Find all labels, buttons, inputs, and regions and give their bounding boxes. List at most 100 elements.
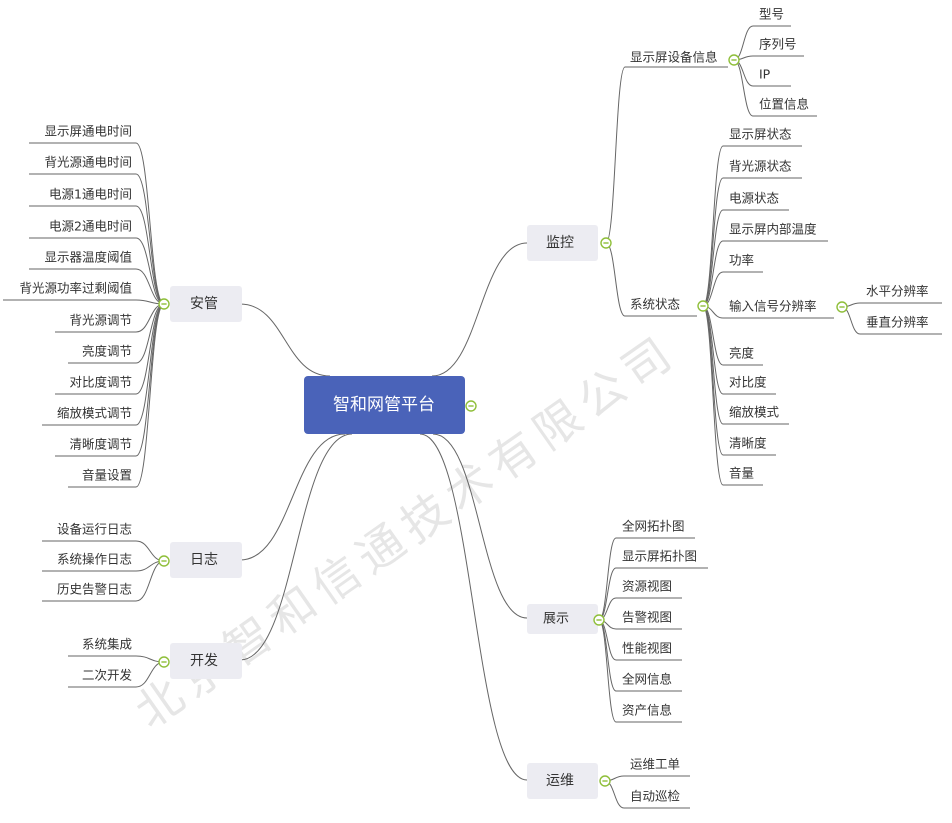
connector-line [598, 619, 617, 723]
branch-display[interactable] [527, 604, 598, 634]
collapse-toggle-icon[interactable] [599, 775, 611, 787]
log-item: 设备运行日志 [57, 522, 132, 537]
collapse-toggle-icon[interactable] [836, 301, 848, 313]
branch-log-label: 日志 [190, 552, 218, 568]
security-item: 背光源功率过剩阈值 [19, 281, 132, 296]
security-item: 亮度调节 [82, 344, 132, 359]
security-item: 对比度调节 [69, 375, 132, 390]
connector-line [733, 59, 754, 117]
device-info-item: 序列号 [759, 37, 797, 52]
connector-line [239, 433, 353, 661]
display-item: 显示屏拓扑图 [622, 549, 697, 564]
node-labels: 智和网管平台监控显示屏设备信息型号序列号IP位置信息系统状态显示屏状态背光源状态… [19, 7, 928, 804]
connector-line [733, 25, 754, 61]
security-item: 背光源调节 [69, 313, 132, 328]
security-item: 显示器温度阈值 [44, 250, 132, 265]
collapse-toggle-icon[interactable] [465, 400, 477, 412]
collapse-toggles [158, 54, 848, 787]
system-status-item: 背光源状态 [729, 159, 792, 174]
display-item: 告警视图 [622, 610, 672, 625]
display-item: 全网拓扑图 [622, 519, 685, 534]
system-status-item: 电源状态 [729, 191, 779, 206]
dev-item: 二次开发 [82, 668, 133, 683]
connector-line [432, 433, 528, 619]
system-status-item: 清晰度 [729, 436, 767, 451]
branch-ops-label: 运维 [546, 773, 574, 789]
branch-ops[interactable] [527, 763, 598, 799]
display-item: 全网信息 [622, 672, 672, 687]
connector-line [598, 619, 617, 692]
branch-log[interactable] [170, 542, 242, 578]
resolution-item: 水平分辨率 [866, 284, 929, 299]
log-item: 系统操作日志 [57, 552, 132, 567]
branch-dev-label: 开发 [190, 653, 218, 669]
branch-monitor[interactable] [527, 225, 598, 261]
collapse-toggle-icon[interactable] [697, 300, 709, 312]
connector-line [135, 237, 165, 305]
collapse-toggle-icon[interactable] [158, 555, 170, 567]
system-status-item: 对比度 [729, 375, 767, 390]
security-item: 清晰度调节 [69, 437, 132, 452]
connector-line [702, 305, 724, 486]
connector-lines [135, 25, 861, 809]
collapse-toggle-icon[interactable] [158, 656, 170, 668]
display-item: 资产信息 [622, 703, 672, 718]
system-status-item: 音量 [729, 466, 754, 481]
connector-line [702, 177, 724, 307]
security-item: 电源2通电时间 [49, 219, 132, 234]
connector-line [702, 305, 724, 425]
connector-line [135, 560, 165, 602]
device-info-item: 位置信息 [759, 97, 809, 112]
system-status-item: 亮度 [729, 346, 755, 361]
system-status-item: 显示屏内部温度 [729, 222, 817, 237]
connector-line [702, 145, 724, 307]
branch-security[interactable] [170, 286, 242, 322]
connector-line [605, 242, 626, 317]
root-node[interactable] [304, 376, 465, 434]
connector-line [135, 303, 165, 426]
security-item: 缩放模式调节 [57, 406, 132, 421]
device-info-label: 显示屏设备信息 [630, 50, 718, 65]
connector-line [135, 303, 165, 488]
collapse-toggle-icon[interactable] [158, 298, 170, 310]
connector-line [702, 305, 724, 456]
collapse-toggle-icon[interactable] [728, 54, 740, 66]
ops-item: 自动巡检 [630, 789, 681, 804]
leaf-underlines [3, 25, 942, 809]
system-status-item: 缩放模式 [729, 405, 780, 420]
display-item: 性能视图 [622, 641, 672, 656]
connector-line [135, 142, 165, 305]
branch-boxes [170, 225, 598, 799]
device-info-item: IP [759, 67, 771, 82]
branch-display-label: 展示 [543, 612, 569, 627]
log-item: 历史告警日志 [57, 582, 132, 597]
branch-dev[interactable] [170, 643, 242, 679]
security-item: 音量设置 [82, 468, 132, 483]
connector-line [239, 433, 346, 561]
collapse-toggle-icon[interactable] [600, 237, 612, 249]
connector-line [605, 66, 626, 244]
connector-line [702, 305, 724, 366]
resolution-item: 垂直分辨率 [866, 315, 929, 330]
root-label: 智和网管平台 [333, 395, 435, 415]
security-item: 电源1通电时间 [49, 187, 132, 202]
system-status-item: 功率 [729, 253, 754, 268]
branch-security-label: 安管 [190, 296, 218, 312]
device-info-item: 型号 [759, 7, 784, 22]
connector-line [239, 303, 331, 377]
connector-line [135, 303, 165, 364]
connector-line [135, 173, 165, 305]
connector-line [419, 433, 528, 781]
dev-item: 系统集成 [82, 637, 132, 652]
branch-monitor-label: 监控 [546, 235, 574, 251]
security-item: 显示屏通电时间 [44, 124, 132, 139]
system-status-item: 输入信号分辨率 [729, 299, 817, 314]
collapse-toggle-icon[interactable] [593, 614, 605, 626]
connector-line [135, 303, 165, 457]
security-item: 背光源通电时间 [44, 155, 132, 170]
connector-line [431, 242, 528, 377]
display-item: 资源视图 [622, 579, 672, 594]
ops-item: 运维工单 [630, 757, 680, 772]
